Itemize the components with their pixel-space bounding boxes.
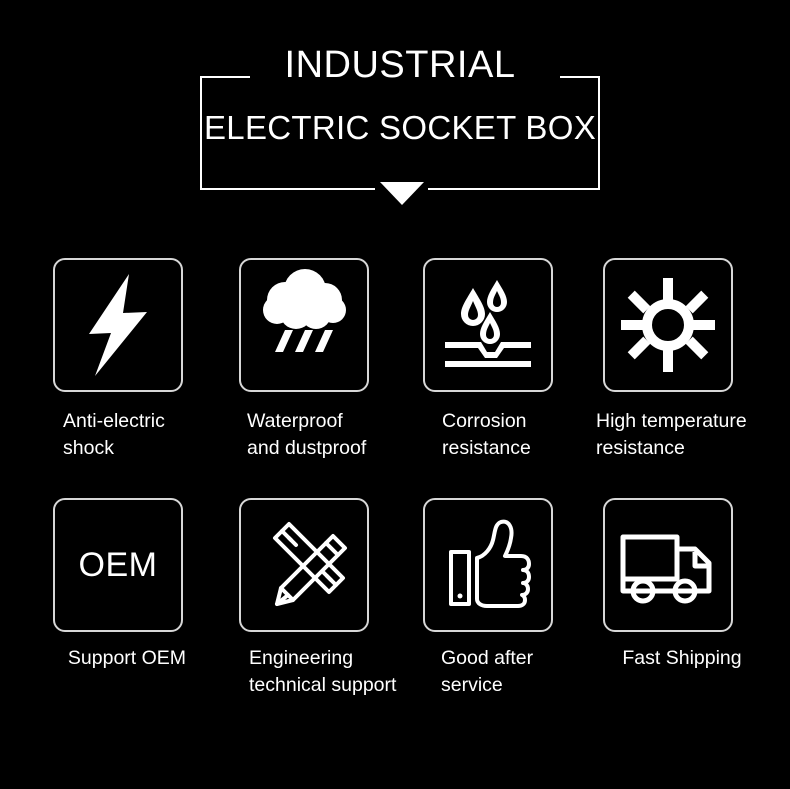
frame-top-left-segment xyxy=(200,76,250,78)
feature-item-support-oem: OEM Support OEM xyxy=(42,498,227,672)
water-droplets-surface-icon xyxy=(425,260,551,390)
feature-label: Waterproof and dustproof xyxy=(247,410,367,459)
title-frame: INDUSTRIAL ELECTRIC SOCKET BOX xyxy=(200,44,600,205)
lightning-bolt-icon xyxy=(55,260,181,390)
icon-frame xyxy=(53,258,183,392)
feature-row: OEM Support OEM xyxy=(0,498,790,738)
feature-item-high-temperature-resistance: High temperature resistance xyxy=(596,258,781,462)
icon-frame xyxy=(423,498,553,632)
triangle-down-icon xyxy=(380,182,424,205)
frame-bottom-left-segment xyxy=(200,188,375,190)
header-banner: INDUSTRIAL ELECTRIC SOCKET BOX xyxy=(0,0,790,240)
sun-icon xyxy=(605,260,731,390)
oem-text-icon: OEM xyxy=(78,545,158,584)
feature-item-corrosion-resistance: Corrosion resistance xyxy=(418,258,603,462)
feature-item-waterproof-dustproof: Waterproof and dustproof xyxy=(230,258,415,462)
frame-top-right-segment xyxy=(560,76,600,78)
icon-frame: OEM xyxy=(53,498,183,632)
feature-label: Corrosion resistance xyxy=(442,410,531,459)
frame-right-edge xyxy=(598,76,600,190)
feature-label: Fast Shipping xyxy=(622,647,742,669)
feature-item-engineering-support: Engineering technical support xyxy=(230,498,415,699)
feature-grid: Anti-electric shock xyxy=(0,258,790,738)
feature-item-good-after-service: Good after service xyxy=(418,498,603,699)
icon-frame xyxy=(603,498,733,632)
pencil-ruler-icon xyxy=(241,500,367,630)
feature-label: High temperature resistance xyxy=(596,410,747,459)
feature-label: Support OEM xyxy=(67,647,187,669)
feature-label: Engineering technical support xyxy=(249,647,397,696)
frame-left-edge xyxy=(200,76,202,190)
feature-label: Good after service xyxy=(441,647,534,696)
frame-bottom-right-segment xyxy=(428,188,600,190)
delivery-truck-icon xyxy=(605,500,731,630)
feature-label: Anti-electric shock xyxy=(63,410,165,459)
icon-frame xyxy=(239,258,369,392)
feature-item-fast-shipping: Fast Shipping xyxy=(596,498,781,672)
feature-row: Anti-electric shock xyxy=(0,258,790,498)
icon-frame xyxy=(603,258,733,392)
icon-frame xyxy=(239,498,369,632)
feature-item-anti-electric-shock: Anti-electric shock xyxy=(42,258,227,462)
page-title-primary: INDUSTRIAL xyxy=(284,44,516,86)
page-title-secondary: ELECTRIC SOCKET BOX xyxy=(203,109,597,146)
icon-frame xyxy=(423,258,553,392)
rain-cloud-icon xyxy=(241,260,367,390)
thumbs-up-icon xyxy=(425,500,551,630)
